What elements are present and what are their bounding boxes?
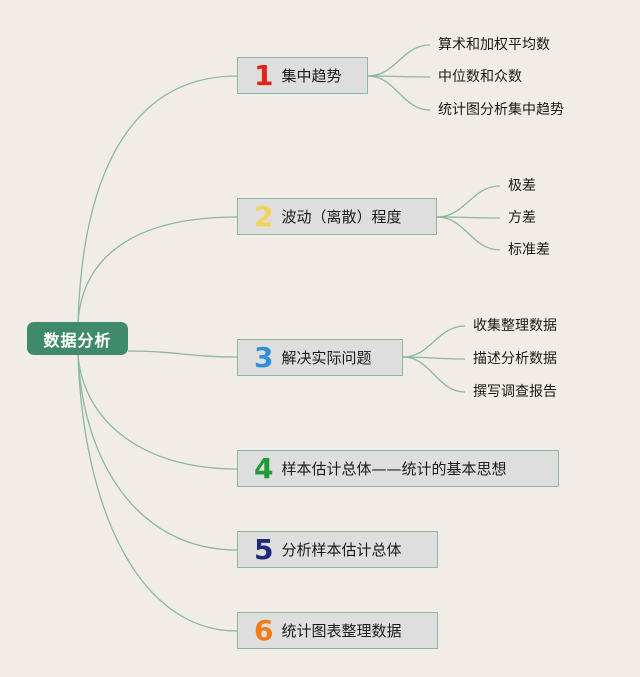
link-root-branch-1 — [77, 75, 238, 323]
link-root-branch-5 — [77, 354, 238, 551]
link-branch-1-leaf-3 — [367, 75, 431, 111]
link-branch-3-leaf-1 — [402, 325, 466, 358]
branch-label-6: 统计图表整理数据 — [281, 622, 402, 640]
link-root-branch-6 — [77, 354, 238, 632]
branch-node-6: 6 统计图表整理数据 — [237, 612, 438, 649]
leaf-1-1: 算术和加权平均数 — [438, 37, 550, 53]
branch-node-4: 4 样本估计总体——统计的基本思想 — [237, 450, 559, 487]
branch-node-3: 3 解决实际问题 — [237, 339, 403, 376]
branch-label-5: 分析样本估计总体 — [281, 541, 402, 559]
link-branch-2-leaf-3 — [436, 216, 501, 251]
link-branch-3-leaf-3 — [402, 356, 466, 393]
branch-label-4: 样本估计总体——统计的基本思想 — [281, 460, 507, 478]
root-node: 数据分析 — [27, 322, 128, 355]
leaf-2-1: 极差 — [508, 178, 536, 194]
link-root-branch-2 — [77, 216, 238, 323]
branch-number-5: 5 — [254, 532, 274, 566]
branch-label-3: 解决实际问题 — [281, 349, 372, 367]
branch-number-1: 1 — [254, 58, 274, 92]
leaf-1-2: 中位数和众数 — [438, 69, 522, 85]
leaf-3-2: 描述分析数据 — [473, 351, 557, 367]
leaf-2-3: 标准差 — [508, 242, 550, 258]
link-root-branch-3 — [127, 350, 238, 358]
leaf-3-1: 收集整理数据 — [473, 318, 557, 334]
branch-node-1: 1 集中趋势 — [237, 57, 368, 94]
branch-label-2: 波动（离散）程度 — [281, 208, 402, 226]
link-branch-1-leaf-1 — [367, 44, 431, 77]
branch-number-2: 2 — [254, 199, 274, 233]
branch-number-4: 4 — [254, 451, 274, 485]
branch-node-5: 5 分析样本估计总体 — [237, 531, 438, 568]
branch-label-1: 集中趋势 — [281, 67, 342, 85]
leaf-2-2: 方差 — [508, 210, 536, 226]
leaf-3-3: 撰写调查报告 — [473, 384, 557, 400]
branch-number-3: 3 — [254, 340, 274, 374]
branch-number-6: 6 — [254, 613, 274, 647]
branch-node-2: 2 波动（离散）程度 — [237, 198, 437, 235]
link-root-branch-4 — [77, 354, 238, 470]
leaf-1-3: 统计图分析集中趋势 — [438, 102, 564, 118]
link-branch-2-leaf-1 — [436, 185, 501, 218]
